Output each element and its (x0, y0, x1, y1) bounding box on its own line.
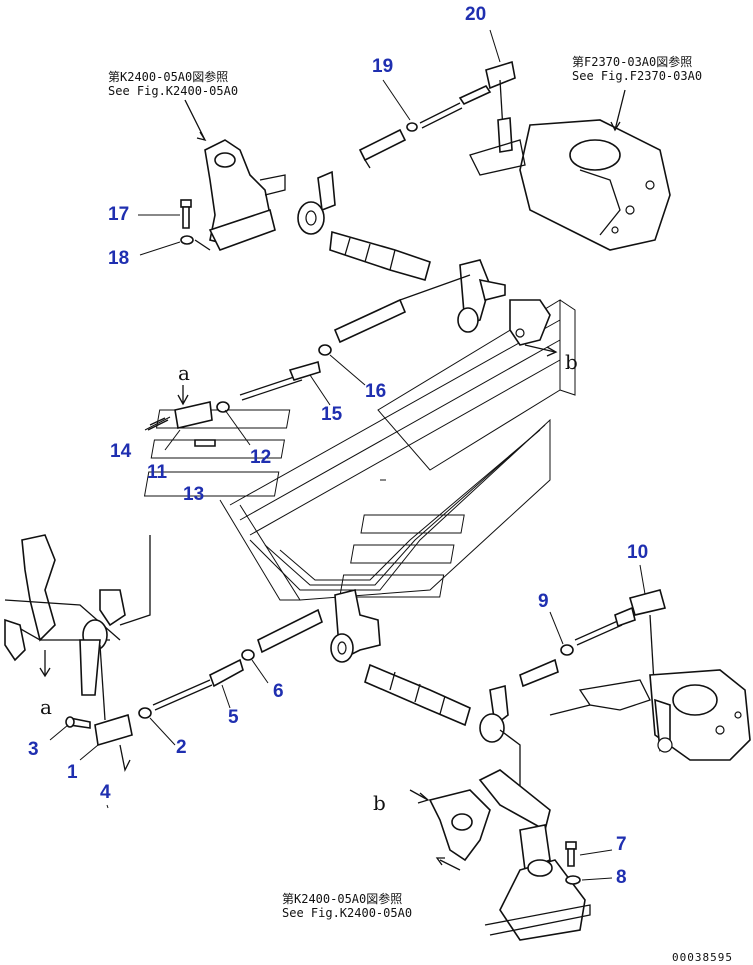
callout-12: 12 (250, 447, 272, 468)
callout-4: 4 (100, 782, 111, 803)
callout-13: 13 (183, 484, 205, 505)
letter-b-lower: b (373, 791, 386, 815)
callout-16: 16 (365, 381, 387, 402)
letter-b-upper: b (565, 350, 578, 374)
callout-10: 10 (627, 542, 649, 563)
callout-20: 20 (465, 4, 487, 25)
cotter-18 (139, 235, 211, 256)
letter-a-upper: a (178, 361, 190, 385)
bolt-17 (138, 199, 192, 229)
callout-7: 7 (616, 834, 627, 855)
callout-9: 9 (538, 591, 549, 612)
joint-11 (144, 385, 216, 451)
middle-lever-assembly (318, 259, 558, 386)
background-logo (143, 299, 576, 601)
lower-shaft (364, 663, 471, 727)
callout-6: 6 (273, 681, 284, 702)
lower-transmission-housing (549, 669, 751, 761)
callout-3: 3 (28, 739, 39, 760)
rod-5 (138, 649, 269, 746)
lower-right-lever (479, 684, 521, 800)
callout-2: 2 (176, 737, 187, 758)
callout-17: 17 (108, 204, 130, 225)
upper-shaft (329, 230, 431, 281)
callout-18: 18 (108, 248, 130, 269)
dot-mark (106, 804, 109, 809)
joint-9-rod-10 (519, 564, 666, 701)
upper-lever (297, 170, 336, 235)
lower-lever (330, 589, 381, 663)
rod-15 (239, 360, 331, 406)
lower-bracket (409, 769, 591, 941)
joint-1 (49, 713, 133, 772)
upper-transmission-housing (469, 89, 671, 251)
lower-left-pedal (4, 534, 151, 721)
nut-12 (216, 401, 251, 446)
document-number: 00038595 (672, 951, 733, 964)
joint-6 (257, 608, 323, 654)
callout-19: 19 (372, 56, 394, 77)
upper-bracket (184, 99, 286, 251)
washer-8 (565, 875, 613, 885)
callout-1: 1 (67, 762, 78, 783)
callout-11: 11 (147, 462, 168, 483)
callout-15: 15 (321, 404, 343, 425)
callout-14: 14 (110, 441, 132, 462)
callout-8: 8 (616, 867, 627, 888)
upper-rod-assembly (358, 29, 516, 169)
letter-a-lower: a (40, 695, 52, 719)
callout-5: 5 (228, 707, 239, 728)
bolt-7 (565, 841, 613, 867)
